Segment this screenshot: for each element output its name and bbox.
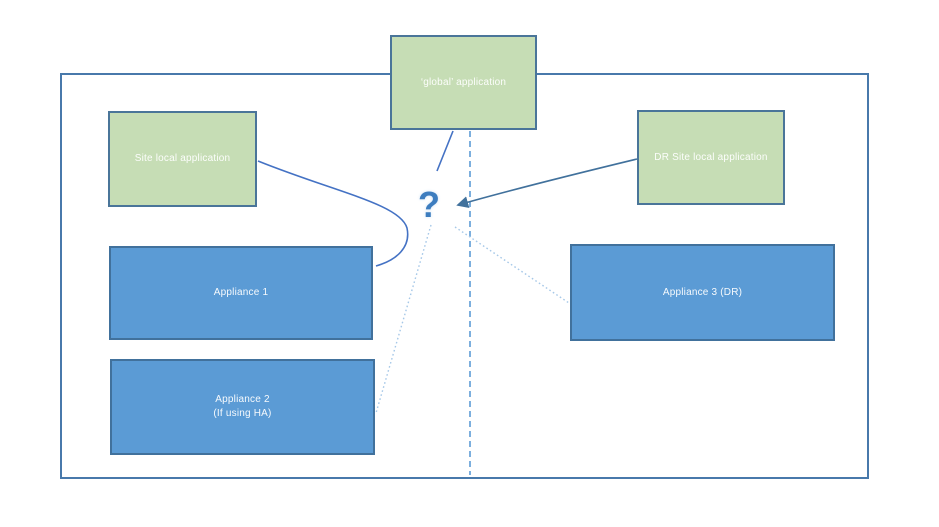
node-global-application: ‘global’ application (390, 35, 537, 130)
question-mark: ? (418, 184, 440, 225)
node-appliance-3: Appliance 3 (DR) (570, 244, 835, 341)
node-site-local-application-label: Site local application (134, 153, 231, 164)
node-appliance-1-label: Appliance 1 (213, 287, 269, 298)
node-site-local-application: Site local application (108, 111, 257, 207)
node-dr-site-local-application-label: DR Site local application (654, 151, 768, 163)
node-appliance-2: Appliance 2 (If using HA) (110, 359, 375, 455)
node-appliance-3-label: Appliance 3 (DR) (662, 286, 743, 298)
node-appliance-2-label: Appliance 2 (215, 394, 270, 405)
node-appliance-2-sublabel: (If using HA) (213, 408, 272, 419)
node-global-application-label: ‘global’ application (420, 76, 507, 88)
node-dr-site-local-application: DR Site local application (637, 110, 785, 205)
node-appliance-1: Appliance 1 (109, 246, 373, 340)
